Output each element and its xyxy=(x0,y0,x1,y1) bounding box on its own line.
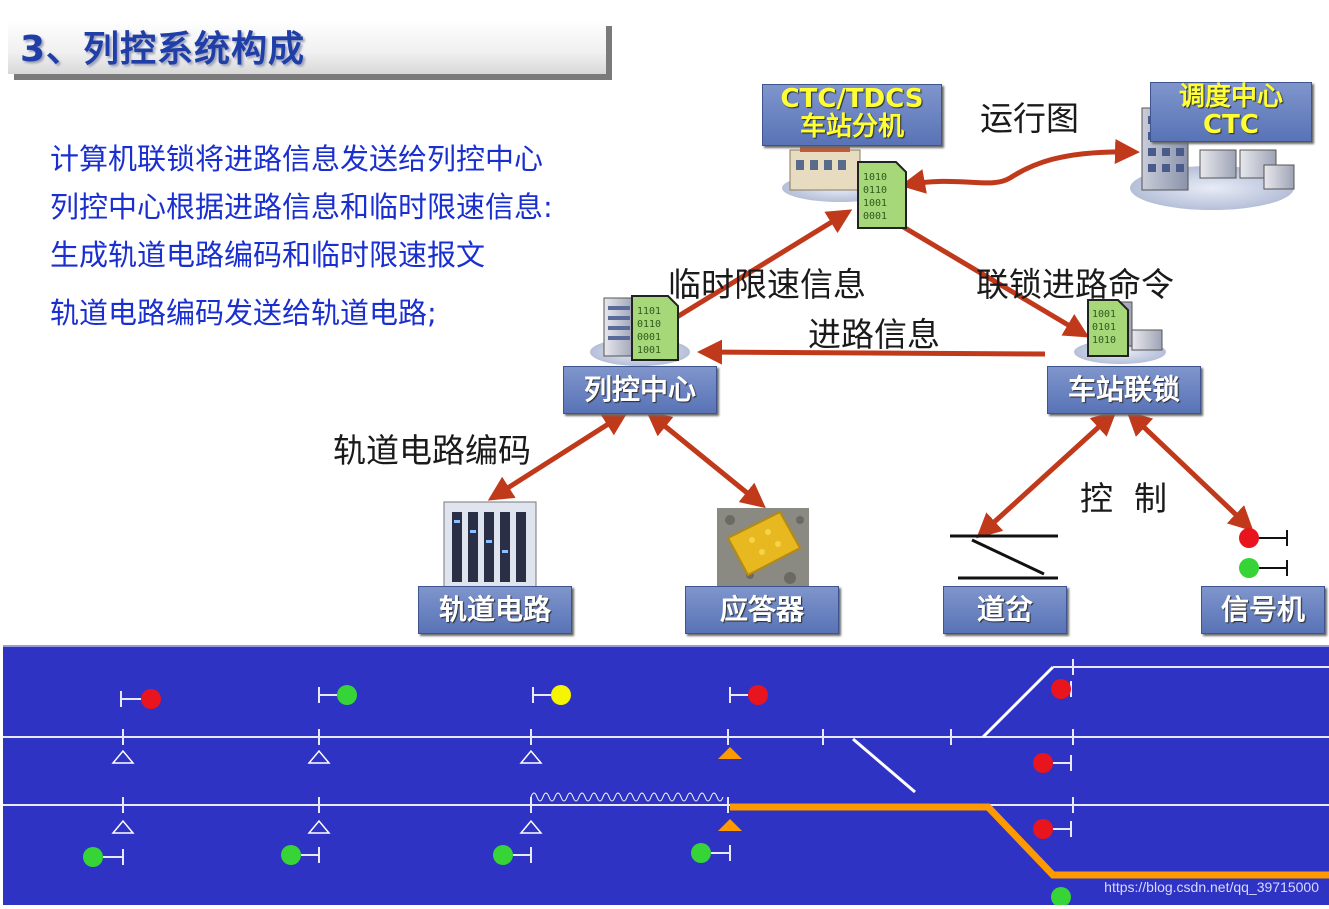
svg-text:1001: 1001 xyxy=(637,345,661,356)
svg-text:1001: 1001 xyxy=(1092,309,1116,320)
svg-text:1001: 1001 xyxy=(863,198,887,209)
node-dispatch-center: 调度中心 CTC xyxy=(1150,82,1312,142)
edge-label-route-info: 进路信息 xyxy=(808,315,940,354)
node-train-control-center: 列控中心 xyxy=(563,366,717,414)
node-interlocking: 车站联锁 xyxy=(1047,366,1201,414)
arrow-interlocking-switch xyxy=(976,410,1117,539)
data-document-icon: 1010 0110 1001 0001 xyxy=(857,161,907,229)
svg-text:0110: 0110 xyxy=(637,319,661,330)
node-dispatch-center-line2: CTC xyxy=(1203,110,1259,140)
switch-icon xyxy=(950,534,1058,580)
node-ctc-station-line2: 车站分机 xyxy=(799,112,904,142)
signal-icon xyxy=(1239,528,1288,578)
arrow-train-control-balise xyxy=(646,410,766,509)
track-layout-panel: https://blog.csdn.net/qq_39715000 xyxy=(3,645,1329,907)
node-dispatch-center-line1: 调度中心 xyxy=(1178,82,1283,112)
edge-label-schedule: 运行图 xyxy=(980,99,1079,138)
title-bar xyxy=(8,20,606,74)
page-title: 3、列控系统构成 xyxy=(20,29,306,70)
node-ctc-station-line1: CTC/TDCS xyxy=(780,84,924,114)
description-line-3: 生成轨道电路编码和临时限速报文 xyxy=(50,238,486,272)
arrow-train-control-to-ctc xyxy=(670,209,853,323)
description-line-4: 轨道电路编码发送给轨道电路; xyxy=(50,296,437,330)
svg-text:0001: 0001 xyxy=(863,211,887,222)
arrow-ctc-dispatch xyxy=(900,138,1140,194)
edge-label-temp-speed: 临时限速信息 xyxy=(668,265,866,304)
interlocking-computer-icon: 1001 0101 1010 xyxy=(1074,299,1166,364)
svg-text:1101: 1101 xyxy=(637,306,661,317)
svg-text:0101: 0101 xyxy=(1092,322,1116,333)
arrow-interlocking-to-train-control xyxy=(697,339,1046,365)
node-ctc-station: CTC/TDCS 车站分机 xyxy=(762,84,942,146)
balise-icon xyxy=(717,508,809,586)
track-layout-diagram xyxy=(3,659,1329,907)
description-line-1: 计算机联锁将进路信息发送给列控中心 xyxy=(50,142,544,176)
node-track-circuit: 轨道电路 xyxy=(418,586,572,634)
svg-text:0001: 0001 xyxy=(637,332,661,343)
train-control-server-icon: 1101 0110 0001 1001 xyxy=(590,295,690,366)
edge-label-control: 控 制 xyxy=(1080,479,1167,518)
edge-label-track-code: 轨道电路编码 xyxy=(333,431,531,470)
node-signal: 信号机 xyxy=(1201,586,1325,634)
arrow-interlocking-signal xyxy=(1126,410,1254,532)
svg-text:0110: 0110 xyxy=(863,185,887,196)
arrow-ctc-to-interlocking xyxy=(898,222,1090,338)
svg-text:1010: 1010 xyxy=(1092,335,1116,346)
node-balise: 应答器 xyxy=(685,586,839,634)
node-switch: 道岔 xyxy=(943,586,1067,634)
arrow-train-control-track-circuit xyxy=(487,411,629,501)
track-circuit-cabinet-icon xyxy=(443,501,537,589)
svg-text:1010: 1010 xyxy=(863,172,887,183)
edge-label-interlock-cmd: 联锁进路命令 xyxy=(976,265,1174,304)
system-diagram: 1010 0110 1001 0001 1101 0110 0001 1001 xyxy=(443,107,1295,589)
watermark: https://blog.csdn.net/qq_39715000 xyxy=(1104,879,1319,895)
description-line-2: 列控中心根据进路信息和临时限速信息: xyxy=(50,190,553,224)
